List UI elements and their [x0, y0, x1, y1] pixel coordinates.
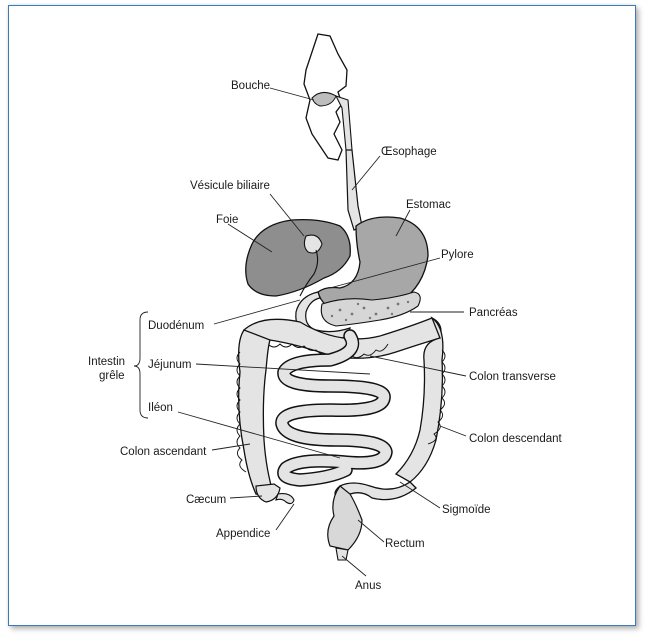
label-colon-descendant: Colon descendant [469, 433, 563, 445]
label-foie: Foie [216, 214, 238, 226]
pancreas-texture [330, 300, 410, 322]
label-vesicule-biliaire: Vésicule biliaire [190, 180, 270, 192]
label-jejunum: Jéjunum [148, 359, 191, 371]
label-sigmoide: Sigmoïde [442, 504, 491, 516]
label-duodenum: Duodénum [148, 320, 204, 332]
label-rectum: Rectum [385, 538, 425, 550]
label-caecum: Cæcum [186, 494, 226, 506]
label-colon-transverse: Colon transverse [469, 371, 556, 383]
label-colon-ascendant: Colon ascendant [120, 446, 207, 458]
appendix [275, 493, 295, 505]
label-bouche: Bouche [231, 80, 270, 92]
ascending-colon-haustra [236, 351, 247, 473]
tongue [311, 92, 337, 107]
anus [335, 547, 349, 561]
pancreas [320, 291, 421, 327]
label-oesophage: Œsophage [381, 146, 437, 158]
label-intestin: Intestin [88, 356, 125, 368]
descending-colon-haustra [427, 349, 446, 445]
caecum [255, 483, 281, 503]
label-grele: grêle [99, 370, 125, 382]
rectum [327, 485, 363, 551]
label-pancreas: Pancréas [469, 307, 518, 319]
descending-colon [394, 316, 444, 483]
label-appendice: Appendice [216, 528, 270, 540]
label-anus: Anus [355, 580, 381, 592]
liver [245, 218, 351, 297]
oesophagus [345, 149, 363, 231]
label-ileon: Iléon [148, 402, 173, 414]
small-intestine [275, 329, 393, 487]
label-pylore: Pylore [441, 249, 474, 261]
small-intestine-bracket [133, 311, 149, 419]
bile-duct [299, 249, 319, 297]
leader-lines [177, 87, 467, 577]
label-estomac: Estomac [406, 199, 451, 211]
